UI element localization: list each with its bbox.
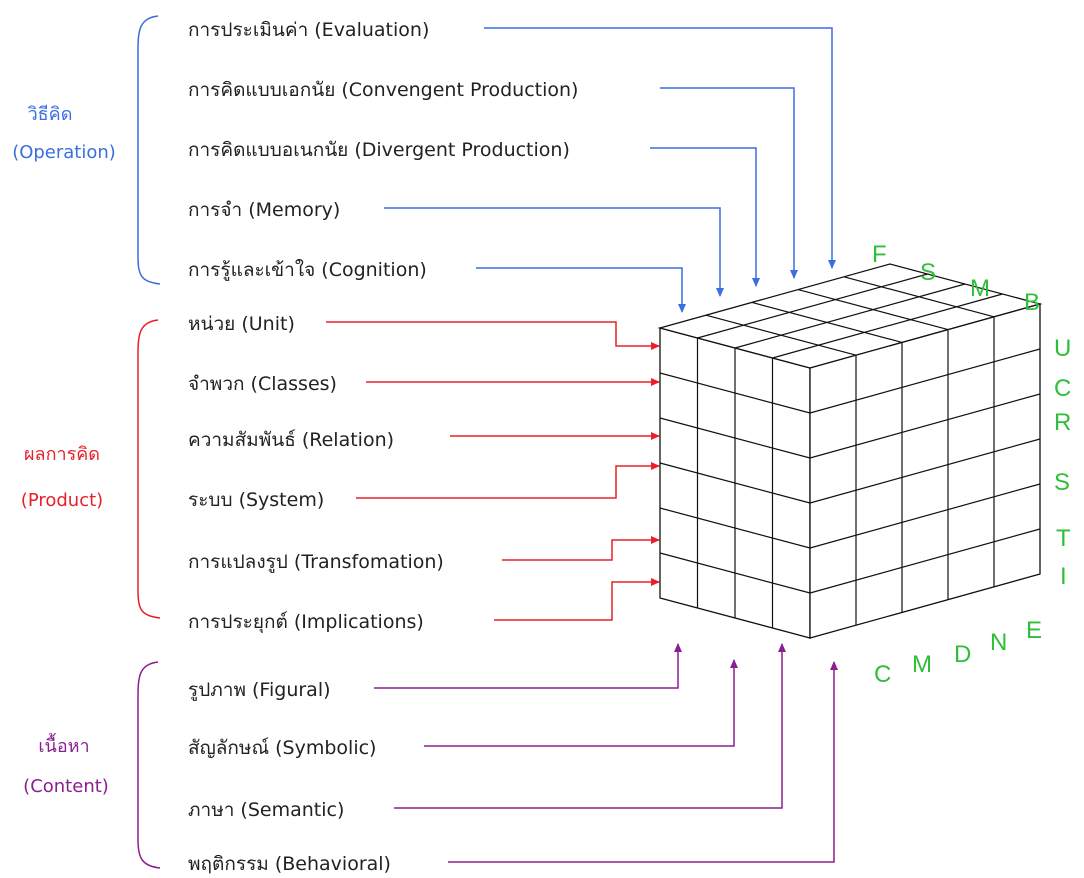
cube-letter-right-3: S — [1054, 469, 1070, 496]
cube-letter-top-1: S — [920, 259, 936, 286]
operation-label-cognition: การรู้และเข้าใจ (Cognition) — [188, 259, 427, 281]
cube-top-depth-line — [772, 293, 1003, 359]
product-label-relation: ความสัมพันธ์ (Relation) — [188, 429, 394, 451]
cube-right-hline — [809, 528, 1041, 594]
product-label-transformation: การแปลงรูป (Transfomation) — [188, 551, 444, 573]
product-label-classes: จำพวก (Classes) — [188, 373, 337, 395]
cube-top-width-line — [797, 289, 949, 331]
product-group-subtitle: (Product) — [21, 490, 103, 511]
cube-letter-top-2: M — [970, 275, 990, 302]
cube-letter-bottom-3: N — [990, 629, 1007, 656]
product-arrow-unit — [326, 321, 660, 350]
content-label-semantic: ภาษา (Semantic) — [188, 799, 344, 821]
content-label-symbolic: สัญลักษณ์ (Symbolic) — [188, 737, 376, 759]
product-label-implications: การประยุกต์ (Implications) — [188, 611, 424, 634]
cube-top-depth-line — [697, 273, 928, 339]
cube-letter-bottom-1: M — [912, 651, 932, 678]
content-group-title: เนื้อหา — [38, 733, 89, 757]
cube-grid — [657, 263, 1043, 639]
operation-group-title: วิธีคิด — [28, 104, 73, 125]
product-label-system: ระบบ (System) — [188, 489, 324, 511]
operation-bracket — [137, 15, 161, 285]
content-group-subtitle: (Content) — [23, 776, 109, 797]
cube-top-width-line — [751, 301, 903, 343]
cube-letter-bottom-2: D — [954, 641, 971, 668]
cube-letter-right-5: I — [1060, 563, 1067, 590]
product-group-title: ผลการคิด — [24, 444, 100, 465]
product-arrow-implications — [494, 578, 660, 621]
cube-top-width-line — [843, 276, 995, 318]
content-arrow-behavioral — [448, 661, 838, 863]
operation-label-evaluation: การประเมินค่า (Evaluation) — [188, 19, 429, 41]
product-arrow-transformation — [502, 536, 660, 561]
cube-front-hline — [659, 417, 811, 459]
cube-right-hline — [809, 438, 1041, 504]
content-arrow-figural — [374, 643, 682, 689]
operation-arrow-cognition — [476, 267, 686, 313]
product-arrow-system — [356, 462, 660, 499]
operation-arrow-divergent — [650, 147, 760, 287]
cube-right-hline — [809, 483, 1041, 549]
operation-arrow-memory — [384, 207, 724, 297]
cube-letter-right-0: U — [1054, 335, 1071, 362]
operation-arrow-evaluation — [484, 27, 836, 269]
operation-arrow-convergent — [660, 87, 798, 279]
cube-right-hline — [809, 348, 1041, 414]
cube-top-depth-line — [734, 283, 966, 349]
operation-label-convergent: การคิดแบบเอกนัย (Convengent Production) — [188, 79, 578, 101]
operation-label-memory: การจำ (Memory) — [188, 199, 340, 221]
operation-group-subtitle: (Operation) — [12, 142, 116, 163]
cube-front-hline — [659, 372, 811, 414]
content-label-behavioral: พฤติกรรม (Behavioral) — [188, 853, 391, 875]
cube-letter-right-1: C — [1054, 375, 1071, 402]
content-bracket — [137, 661, 161, 869]
cube-letter-bottom-0: C — [874, 661, 891, 688]
operation-label-divergent: การคิดแบบอเนกนัย (Divergent Production) — [188, 139, 570, 161]
content-arrow-semantic — [394, 643, 786, 809]
cube-letter-top-3: B — [1024, 289, 1040, 316]
cube-front-hline — [659, 462, 811, 504]
cube-front-hline — [659, 552, 811, 594]
cube-front-hline — [659, 507, 811, 549]
cube-letter-top-0: F — [872, 241, 887, 268]
product-bracket — [137, 319, 161, 619]
cube-letter-bottom-4: E — [1026, 617, 1042, 644]
cube-right-hline — [809, 393, 1041, 459]
cube-letter-right-2: R — [1054, 409, 1071, 436]
content-label-figural: รูปภาพ (Figural) — [188, 679, 331, 701]
cube-letter-right-4: T — [1056, 525, 1071, 552]
content-arrow-symbolic — [424, 659, 738, 747]
cube-top-width-line — [705, 314, 857, 356]
product-label-unit: หน่วย (Unit) — [188, 313, 295, 335]
